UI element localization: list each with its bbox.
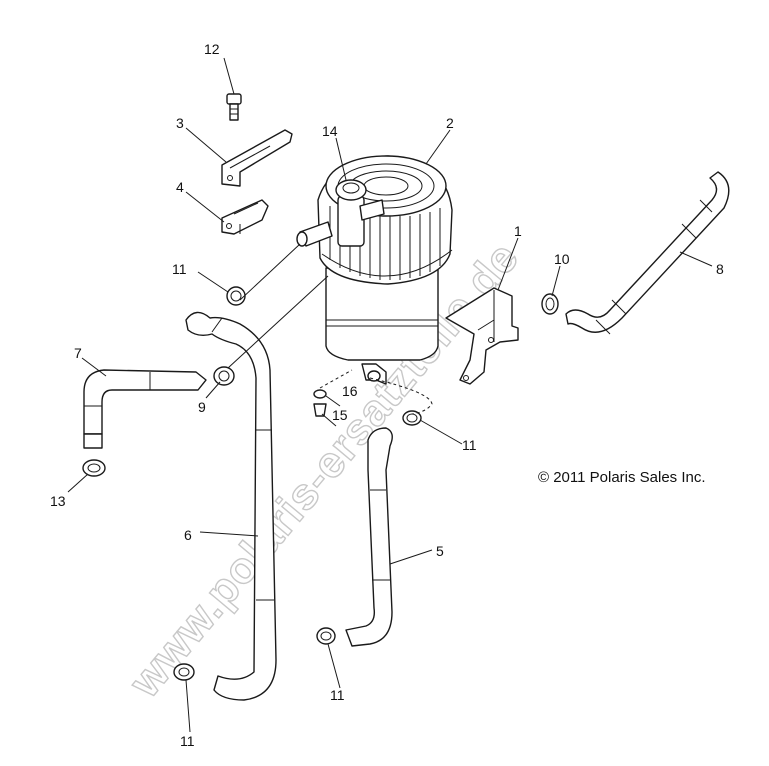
- callout-13: 13: [50, 493, 66, 509]
- callout-6: 6: [184, 527, 192, 543]
- callout-12: 12: [204, 41, 220, 57]
- callout-11-middle-right: 11: [462, 437, 477, 453]
- assembly-line: [319, 369, 433, 415]
- callout-1: 1: [514, 223, 522, 239]
- callout-10: 10: [554, 251, 570, 267]
- part-11-clamp-middle-right: [402, 410, 422, 426]
- callout-8: 8: [716, 261, 724, 277]
- part-2-canister: [296, 155, 453, 385]
- callout-16: 16: [342, 383, 358, 399]
- callout-7: 7: [74, 345, 82, 361]
- callout-4: 4: [176, 179, 184, 195]
- part-11-clamp-lower-left: [173, 663, 195, 681]
- part-4-bracket: [221, 199, 269, 235]
- callout-11-lower-left: 11: [180, 733, 195, 749]
- part-15-plug: [313, 403, 327, 417]
- part-5-hose: [345, 427, 393, 647]
- callout-9: 9: [198, 399, 206, 415]
- callout-5: 5: [436, 543, 444, 559]
- part-3-bracket: [221, 129, 293, 187]
- part-8-hose: [565, 171, 730, 335]
- part-16-o-ring: [313, 389, 327, 399]
- callout-11-upper: 11: [172, 261, 187, 277]
- callout-2: 2: [446, 115, 454, 131]
- part-13-clamp: [82, 459, 106, 477]
- part-9-clamp: [213, 366, 235, 386]
- part-6-hose: [185, 311, 277, 701]
- copyright-text: © 2011 Polaris Sales Inc.: [538, 469, 706, 486]
- callout-11-lower-middle: 11: [330, 687, 345, 703]
- part-1-bracket: [445, 287, 519, 385]
- part-11-clamp-upper: [226, 286, 246, 306]
- part-7-hose: [83, 369, 207, 449]
- part-11-clamp-lower-middle: [316, 627, 336, 645]
- callout-3: 3: [176, 115, 184, 131]
- leader-lines: [67, 57, 713, 733]
- part-14-cap: [335, 179, 385, 247]
- callout-14: 14: [322, 123, 338, 139]
- callout-15: 15: [332, 407, 348, 423]
- part-10-clamp: [541, 293, 559, 315]
- part-12-bolt: [226, 93, 242, 121]
